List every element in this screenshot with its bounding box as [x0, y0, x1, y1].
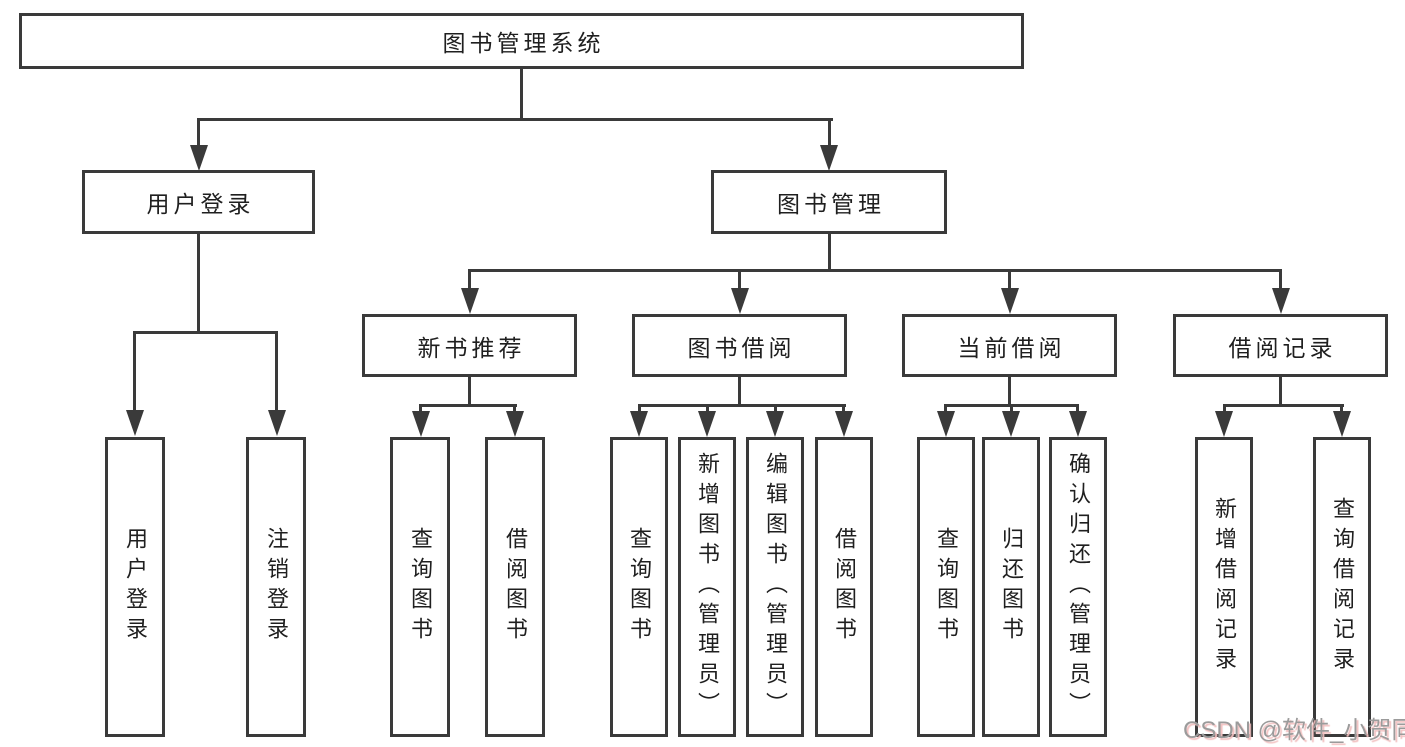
- connector-current-borrow-stem: [1008, 375, 1011, 406]
- node-edit-book-admin: 编辑图书（管理员）: [746, 437, 804, 737]
- node-query-borrow-record: 查询借阅记录: [1313, 437, 1371, 737]
- node-current-borrowing: 当前借阅: [902, 314, 1117, 377]
- connector-root-stem: [520, 67, 523, 120]
- node-borrowing-records: 借阅记录: [1173, 314, 1388, 377]
- arrow-down-icon: [1215, 411, 1233, 437]
- connector-leaf-drop: [1076, 404, 1079, 413]
- arrow-down-icon: [412, 411, 430, 437]
- connector-book-borrow-drop: [738, 269, 741, 291]
- connector-leaf-drop: [1223, 404, 1226, 413]
- leaf-label: 查询图书: [627, 527, 652, 647]
- node-user-login: 用户登录: [82, 170, 315, 234]
- connector-root-hbar: [197, 118, 833, 121]
- node-add-book-admin: 新增图书（管理员）: [678, 437, 736, 737]
- leaf-label: 查询图书: [934, 527, 959, 647]
- arrow-down-icon: [506, 411, 524, 437]
- node-book-borrowing: 图书借阅: [632, 314, 847, 377]
- node-book-borrowing-label: 图书借阅: [687, 334, 796, 361]
- node-logout: 注销登录: [246, 437, 306, 737]
- connector-book-mgmt-stem: [828, 232, 831, 272]
- leaf-label: 查询借阅记录: [1330, 497, 1355, 677]
- arrow-down-icon: [1272, 288, 1290, 314]
- node-query-books-recommend: 查询图书: [390, 437, 450, 737]
- connector-book-mgmt-drop: [828, 118, 831, 149]
- arrow-down-icon: [268, 410, 286, 436]
- connector-login-leaf-drop: [133, 331, 136, 411]
- connector-current-borrow-drop: [1008, 269, 1011, 291]
- connector-leaf-drop: [419, 404, 422, 413]
- connector-leaf-drop: [706, 404, 709, 413]
- arrow-down-icon: [1001, 288, 1019, 314]
- node-borrow-books-borrowing: 借阅图书: [815, 437, 873, 737]
- leaf-label: 注销登录: [264, 527, 289, 647]
- arrow-down-icon: [835, 411, 853, 437]
- connector-leaf-drop: [638, 404, 641, 413]
- node-query-books-current: 查询图书: [917, 437, 975, 737]
- arrow-down-icon: [698, 411, 716, 437]
- connector-book-borrow-stem: [738, 375, 741, 406]
- node-book-management-label: 图书管理: [777, 191, 885, 217]
- connector-new-book-drop: [468, 269, 471, 291]
- leaf-label: 用户登录: [123, 527, 148, 647]
- arrow-down-icon: [937, 411, 955, 437]
- node-user-login-label: 用户登录: [146, 191, 255, 217]
- arrow-down-icon: [1069, 411, 1087, 437]
- leaf-label: 借阅图书: [503, 527, 528, 647]
- node-new-book-recommend-label: 新书推荐: [417, 334, 526, 361]
- arrow-down-icon: [766, 411, 784, 437]
- node-root-label: 图书管理系统: [442, 30, 605, 56]
- connector-leaf-drop: [774, 404, 777, 413]
- connector-borrow-record-hbar: [1223, 404, 1344, 407]
- leaf-label: 新增图书（管理员）: [695, 452, 720, 722]
- connector-new-book-hbar: [419, 404, 517, 407]
- connector-new-book-stem: [468, 375, 471, 406]
- node-confirm-return-admin: 确认归还（管理员）: [1049, 437, 1107, 737]
- node-add-borrow-record: 新增借阅记录: [1195, 437, 1253, 737]
- connector-leaf-drop: [1340, 404, 1343, 413]
- connector-logout-leaf-drop: [275, 331, 278, 411]
- arrow-down-icon: [1333, 411, 1351, 437]
- connector-user-login-hbar: [133, 331, 278, 334]
- arrow-down-icon: [820, 145, 838, 171]
- connector-leaf-drop: [1010, 404, 1013, 413]
- connector-book-borrow-hbar: [638, 404, 846, 407]
- connector-leaf-drop: [842, 404, 845, 413]
- csdn-watermark: CSDN @软件_小贺同学: [1183, 717, 1405, 744]
- connector-user-login-stem: [197, 232, 200, 334]
- arrow-down-icon: [630, 411, 648, 437]
- arrow-down-icon: [190, 145, 208, 171]
- node-return-books: 归还图书: [982, 437, 1040, 737]
- leaf-label: 编辑图书（管理员）: [763, 452, 788, 722]
- node-query-books-borrowing: 查询图书: [610, 437, 668, 737]
- node-current-borrowing-label: 当前借阅: [957, 334, 1066, 361]
- arrow-down-icon: [461, 288, 479, 314]
- leaf-label: 查询图书: [408, 527, 433, 647]
- connector-leaf-drop: [513, 404, 516, 413]
- leaf-label: 归还图书: [999, 527, 1024, 647]
- leaf-label: 借阅图书: [832, 527, 857, 647]
- arrow-down-icon: [731, 288, 749, 314]
- node-borrowing-records-label: 借阅记录: [1228, 334, 1337, 361]
- node-root: 图书管理系统: [19, 13, 1024, 69]
- connector-leaf-drop: [944, 404, 947, 413]
- node-user-login-leaf: 用户登录: [105, 437, 165, 737]
- leaf-label: 确认归还（管理员）: [1066, 452, 1091, 722]
- arrow-down-icon: [1002, 411, 1020, 437]
- node-borrow-books-recommend: 借阅图书: [485, 437, 545, 737]
- connector-user-login-drop: [197, 118, 200, 149]
- connector-borrow-record-drop: [1279, 269, 1282, 291]
- connector-book-mgmt-hbar: [469, 269, 1282, 272]
- leaf-label: 新增借阅记录: [1212, 497, 1237, 677]
- connector-borrow-record-stem: [1279, 375, 1282, 406]
- node-book-management: 图书管理: [711, 170, 947, 234]
- arrow-down-icon: [126, 410, 144, 436]
- node-new-book-recommend: 新书推荐: [362, 314, 577, 377]
